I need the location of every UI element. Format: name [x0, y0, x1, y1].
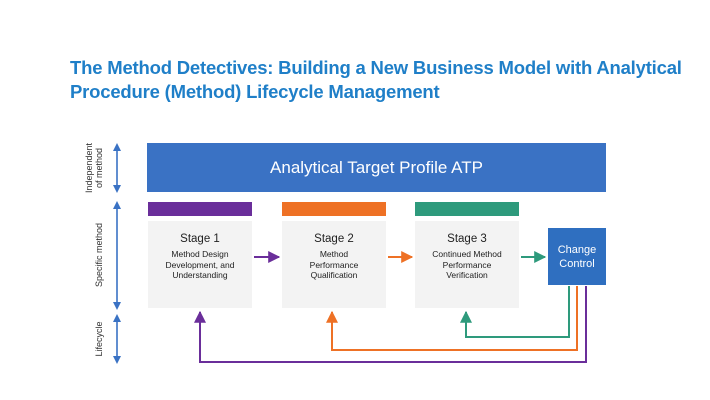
title-line-1: The Method Detectives: Building a New Bu… — [70, 57, 682, 78]
stage-2-title: Stage 2 — [314, 233, 354, 245]
stage-2-description: Method Performance Qualification — [309, 249, 359, 280]
change-control-box: Change Control — [548, 228, 606, 285]
feedback-to-stage1-arrow — [194, 286, 587, 363]
stage-2-box: Stage 2 Method Performance Qualification — [282, 221, 386, 308]
stage-3-bar — [415, 202, 519, 216]
stage-1-bar — [148, 202, 252, 216]
stage-3-box: Stage 3 Continued Method Performance Ver… — [415, 221, 519, 308]
title-line-2: Procedure (Method) Lifecycle Management — [70, 81, 440, 102]
stage-2-bar — [282, 202, 386, 216]
feedback-to-stage3-arrow — [460, 286, 570, 338]
stage-1-title: Stage 1 — [180, 233, 220, 245]
stage-1-box: Stage 1 Method Design Development, and U… — [148, 221, 252, 308]
feedback-to-stage2-arrow — [326, 286, 578, 351]
stage-3-title: Stage 3 — [447, 233, 487, 245]
analytical-target-profile-box: Analytical Target Profile ATP — [147, 143, 606, 192]
stage-1-description: Method Design Development, and Understan… — [165, 249, 235, 280]
page-title: The Method Detectives: Building a New Bu… — [70, 56, 682, 104]
stage-3-description: Continued Method Performance Verificatio… — [432, 249, 502, 280]
